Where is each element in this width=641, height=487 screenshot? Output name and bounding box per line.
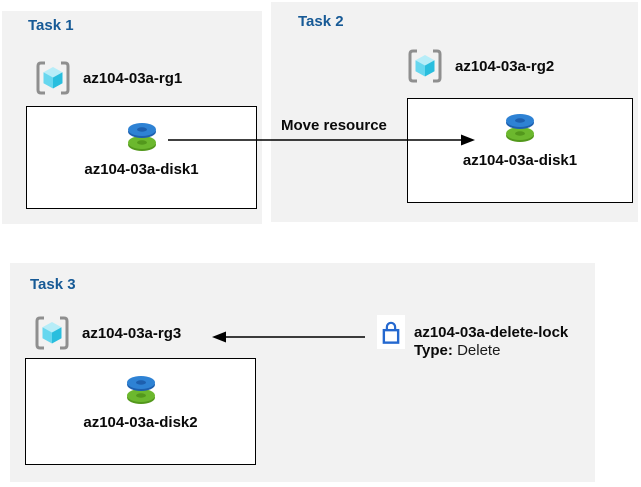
resource-group-icon bbox=[35, 316, 69, 350]
task1-header: Task 1 bbox=[28, 17, 74, 34]
task1-panel: Task 1 az104-03a-rg1 az104-03a-disk1 bbox=[2, 11, 262, 224]
disk-icon bbox=[127, 123, 156, 151]
resource-group-icon bbox=[408, 49, 442, 83]
task1-resource-group: az104-03a-rg1 bbox=[33, 59, 182, 97]
delete-lock-tile bbox=[377, 315, 405, 349]
task2-header: Task 2 bbox=[298, 13, 344, 30]
task3-resource-group-label: az104-03a-rg3 bbox=[82, 324, 182, 342]
delete-lock-text: az104-03a-delete-lock Type: Delete bbox=[414, 324, 568, 360]
task2-disk-box: az104-03a-disk1 bbox=[407, 98, 633, 203]
task3-disk-box: az104-03a-disk2 bbox=[25, 358, 256, 465]
task3-header: Task 3 bbox=[30, 276, 76, 293]
move-resource-label: Move resource bbox=[281, 117, 387, 134]
task3-panel: Task 3 az104-03a-rg3 az104-03a-disk2 bbox=[10, 263, 595, 482]
task2-resource-group: az104-03a-rg2 bbox=[405, 47, 554, 85]
task2-resource-group-label: az104-03a-rg2 bbox=[455, 57, 555, 75]
disk-icon bbox=[506, 114, 534, 142]
delete-lock-name: az104-03a-delete-lock bbox=[414, 324, 569, 341]
delete-lock-type-label: Type: bbox=[414, 342, 453, 359]
task2-disk-label: az104-03a-disk1 bbox=[462, 152, 578, 169]
task2-panel: Task 2 az104-03a-rg2 az104-03a-disk1 bbox=[271, 2, 638, 222]
resource-group-icon bbox=[36, 61, 70, 95]
disk-icon bbox=[126, 376, 155, 404]
delete-lock-type-line: Type: Delete bbox=[414, 342, 568, 360]
lock-icon bbox=[382, 321, 400, 344]
task1-disk-box: az104-03a-disk1 bbox=[26, 106, 257, 209]
task3-resource-group: az104-03a-rg3 bbox=[32, 314, 181, 352]
task1-resource-group-label: az104-03a-rg1 bbox=[83, 69, 183, 87]
delete-lock-type-value: Delete bbox=[457, 342, 501, 359]
task3-disk-label: az104-03a-disk2 bbox=[83, 414, 198, 431]
task1-disk-label: az104-03a-disk1 bbox=[84, 161, 199, 178]
